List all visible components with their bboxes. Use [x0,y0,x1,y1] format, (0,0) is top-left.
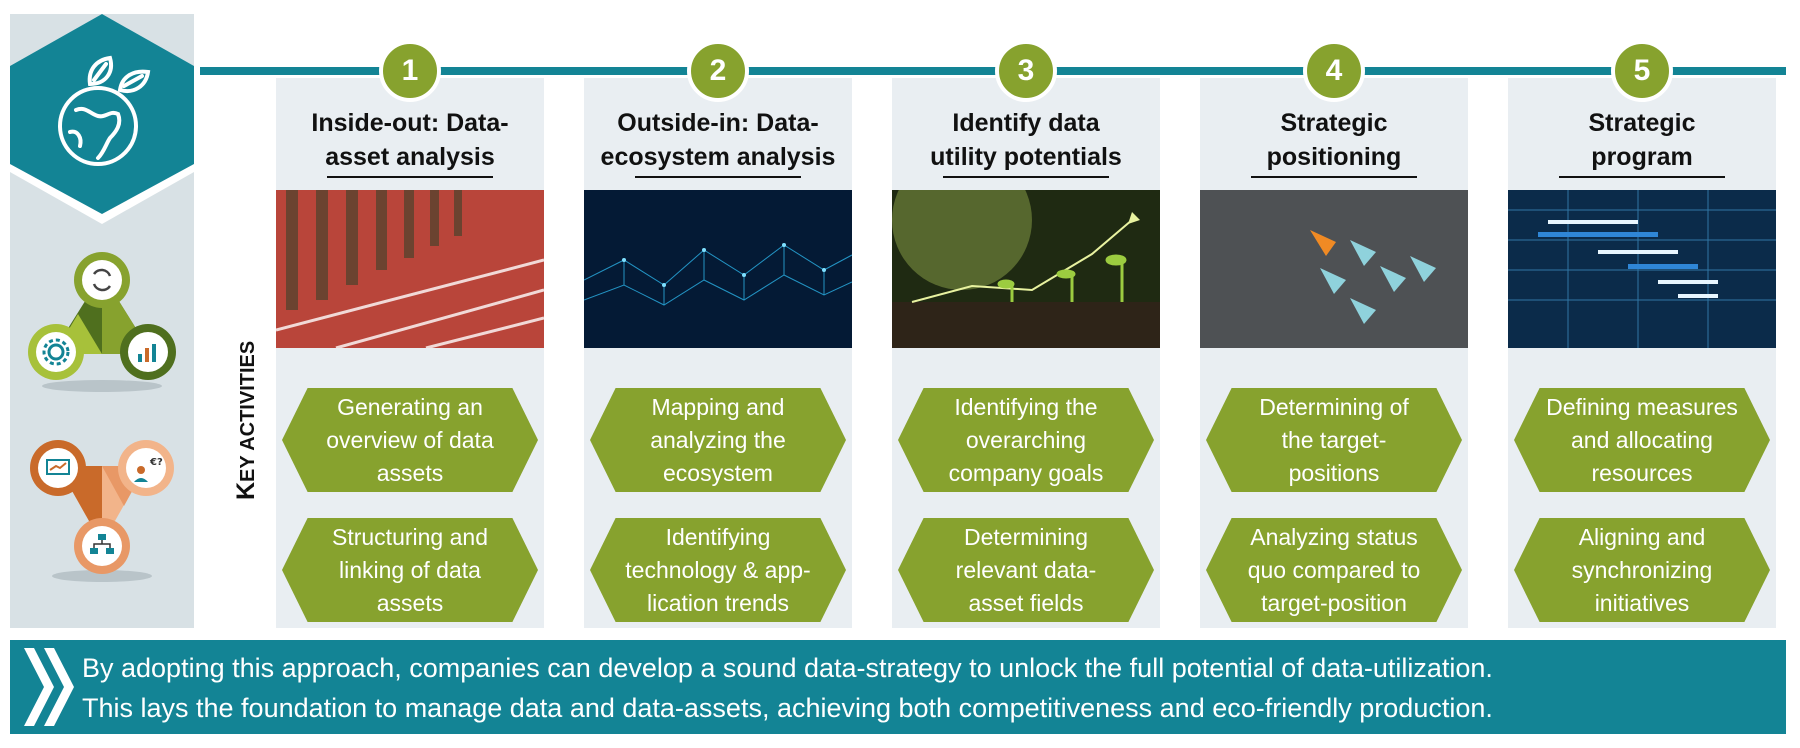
green-cycle-graphic [28,252,176,392]
activity-3-1: Identifying the overarching company goal… [898,388,1154,492]
step-photo-1 [276,190,544,348]
orange-cycle-graphic: €? [30,440,174,582]
running-track-photo [276,190,544,348]
paper-boats-photo [1200,190,1468,348]
step-photo-2 [584,190,852,348]
step-title-underline [1559,176,1725,178]
activity-2-2: Identifying technology & app- lication t… [590,518,846,622]
activity-3-2: Determining relevant data- asset fields [898,518,1154,622]
process-cycle-icon [74,252,130,308]
step-title-2: Outside-in: Data- ecosystem analysis [600,109,836,171]
step-title-underline [943,176,1109,178]
activity-1-1: Generating an overview of data assets [282,388,538,492]
step-title-4: Strategic positioning [1266,109,1402,171]
growing-sprouts-photo [892,190,1160,348]
activity-2-1: Mapping and analyzing the ecosystem [590,388,846,492]
step-title-underline [635,176,801,178]
activity-4-2: Analyzing status quo compared to target-… [1206,518,1462,622]
step-photo-3 [892,190,1160,348]
activity-1-2: Structuring and linking of data assets [282,518,538,622]
step-title-underline [1251,176,1417,178]
banner-text: By adopting this approach, companies can… [82,653,1493,723]
step-photo-4 [1200,190,1468,348]
step-title-3: Identify data utility potentials [930,109,1122,171]
activity-4-1: Determining of the target- positions [1206,388,1462,492]
svg-text:€?: €? [149,457,163,468]
step-number-4: 4 [1303,40,1365,102]
step-number-2: 2 [687,40,749,102]
activity-5-2: Aligning and synchronizing initiatives [1514,518,1770,622]
data-network-photo [584,190,852,348]
step-title-underline [327,176,493,178]
presentation-board-icon [30,440,86,496]
step-number-1: 1 [379,40,441,102]
euro-businessperson-icon: €? [118,440,174,496]
activity-5-1: Defining measures and allocating resourc… [1514,388,1770,492]
step-number-5: 5 [1611,40,1673,102]
key-activities-label: KEY ACTIVITIES [232,340,260,500]
timeline-line [200,67,1786,75]
gear-settings-icon [28,324,84,380]
chart-analytics-icon [120,324,176,380]
double-chevron-icon [24,648,74,726]
step-title-1: Inside-out: Data- asset analysis [311,109,509,171]
network-blocks-icon [74,518,130,574]
step-title-5: Strategic program [1588,109,1696,171]
digital-dashboard-photo [1508,190,1776,348]
step-photo-5 [1508,190,1776,348]
step-number-3: 3 [995,40,1057,102]
eco-globe-leaves-icon [10,14,194,224]
summary-banner [10,640,1786,734]
